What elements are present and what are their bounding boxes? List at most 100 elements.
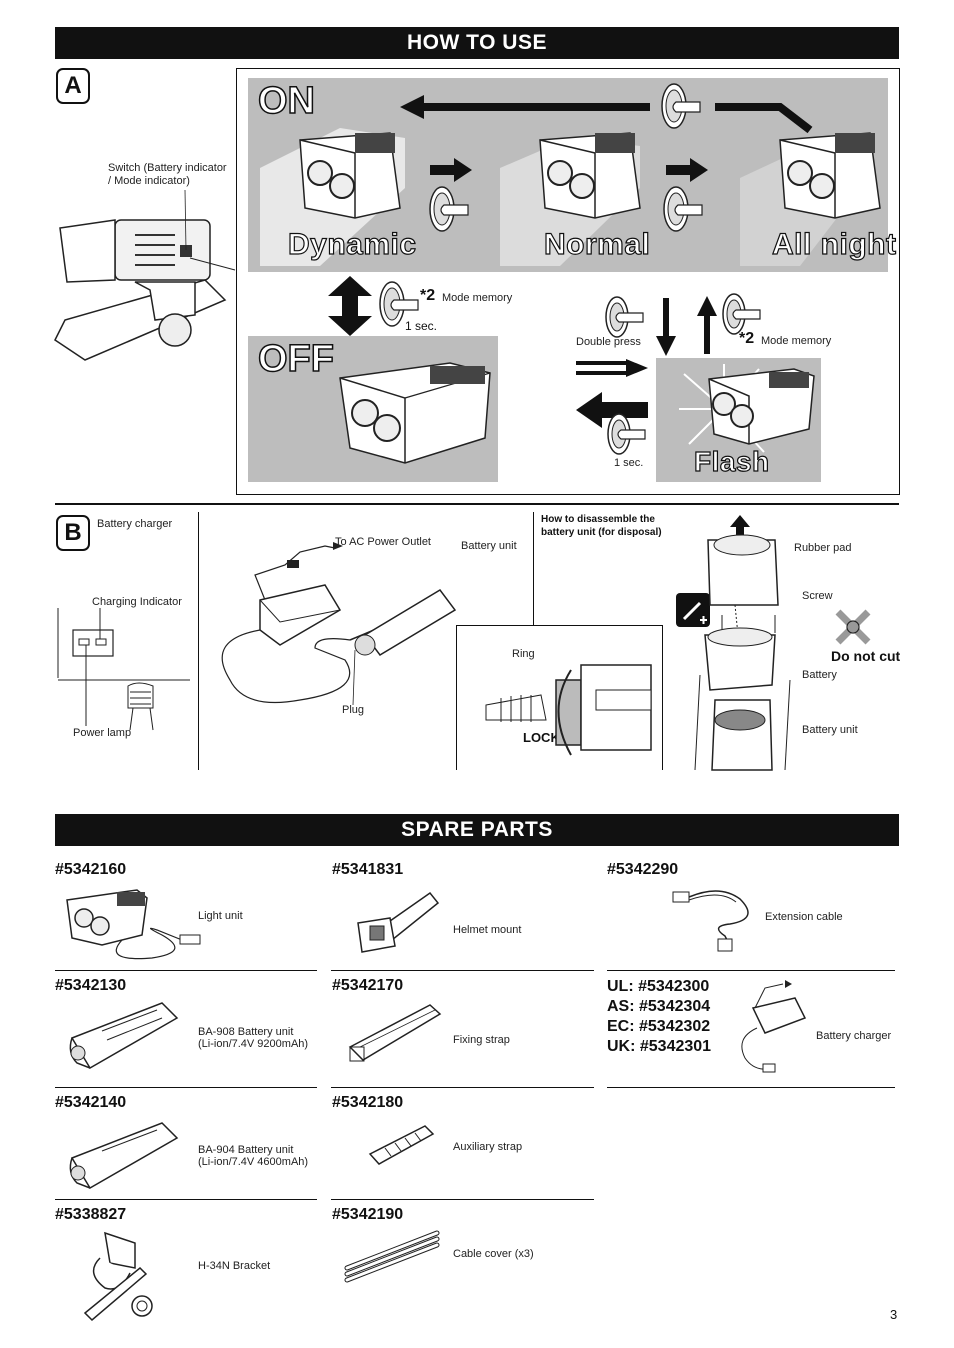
right-arrow-1 [430, 158, 472, 182]
part-number: #5342170 [332, 977, 404, 994]
row-divider [331, 1087, 594, 1088]
battery-disassembly-illustration [694, 515, 791, 771]
section-a-letter: A [56, 68, 90, 104]
screw-label: Screw [802, 590, 833, 602]
part-desc-line1: BA-904 Battery unit [198, 1144, 294, 1156]
mode-diagram-frame [236, 68, 900, 495]
off-label: OFF [257, 337, 334, 381]
disassemble-line2: battery unit (for disposal) [541, 527, 662, 538]
section-b-divider [55, 503, 899, 505]
row-divider [55, 970, 317, 971]
ring-label: Ring [512, 648, 535, 660]
divider [662, 625, 663, 770]
button-hold-icon [379, 281, 419, 327]
mode-memory-label: Mode memory [442, 292, 513, 304]
part-number-uk: UK: #5342301 [607, 1038, 712, 1055]
disassemble-heading: How to disassemble the battery unit (for… [541, 513, 662, 539]
light-allnight-illustration [740, 132, 881, 266]
mode-memory-label-2: Mode memory [761, 335, 832, 347]
part-number: #5342290 [607, 861, 679, 878]
light-on-handlebar-illustration [54, 189, 236, 361]
bracket-icon [83, 1231, 153, 1322]
do-not-cut-icon [835, 609, 871, 645]
light-off-illustration [339, 362, 491, 464]
divider [533, 625, 663, 626]
battery-unit-label-2: Battery unit [802, 724, 858, 736]
divider [456, 625, 534, 626]
row-divider [55, 1087, 317, 1088]
row-divider [331, 970, 594, 971]
charger-connection-illustration [221, 542, 457, 706]
light-dynamic-illustration [260, 128, 405, 266]
part-desc: Battery charger [816, 1030, 892, 1042]
part-number-ul: UL: #5342300 [607, 978, 710, 995]
part-desc: Helmet mount [453, 924, 522, 936]
part-number: #5342190 [332, 1206, 404, 1223]
on-off-double-arrow [328, 276, 372, 336]
charger-part-numbers: UL: #5342300 AS: #5342304 EC: #5342302 U… [607, 977, 711, 1057]
divider [533, 512, 534, 625]
button-hold-icon [722, 293, 761, 335]
page-number: 3 [890, 1307, 898, 1322]
part-desc-line2: (Li-ion/7.4V 9200mAh) [198, 1038, 309, 1050]
row-divider [607, 970, 895, 971]
double-press-label: Double press [576, 336, 641, 348]
divider [198, 512, 199, 770]
switch-label-line1: Switch (Battery indicator [108, 162, 227, 174]
light-unit-icon [66, 889, 201, 960]
charger-indicator-closeup [57, 608, 190, 731]
row-divider [607, 1087, 895, 1088]
part-desc: Extension cable [765, 911, 843, 923]
button-hold-icon [607, 413, 646, 455]
part-number: #5342160 [55, 861, 127, 878]
button-press-icon [663, 186, 703, 232]
part-desc-line2: (Li-ion/7.4V 4600mAh) [198, 1156, 309, 1168]
part-number: #5342130 [55, 977, 127, 994]
light-flash-illustration [679, 364, 815, 453]
one-second-label: 1 sec. [405, 319, 438, 333]
spare-parts-header: SPARE PARTS [55, 814, 899, 846]
up-arrow [697, 296, 717, 354]
part-number: #5342180 [332, 1094, 404, 1111]
button-press-icon [661, 83, 701, 129]
do-not-cut-label: Do not cut [831, 648, 901, 664]
plug-label: Plug [342, 704, 365, 716]
down-arrow [656, 298, 676, 356]
charging-indicator-label: Charging Indicator [92, 596, 182, 608]
rubber-pad-label: Rubber pad [794, 542, 852, 554]
cycle-arrow-back [400, 95, 813, 134]
part-number-ec: EC: #5342302 [607, 1018, 711, 1035]
switch-label: Switch (Battery indicator / Mode indicat… [108, 162, 227, 188]
extension-cable-icon [672, 890, 749, 952]
part-desc: BA-904 Battery unit (Li-ion/7.4V 4600mAh… [198, 1144, 308, 1168]
part-desc: Light unit [198, 910, 243, 922]
right-arrow-2 [666, 158, 708, 182]
lock-label: LOCK [523, 730, 560, 745]
part-desc: Auxiliary strap [453, 1141, 523, 1153]
auxiliary-strap-icon [368, 1125, 435, 1165]
power-lamp-label: Power lamp [73, 727, 132, 739]
part-number-as: AS: #5342304 [607, 998, 711, 1015]
fixing-strap-icon [348, 1004, 442, 1062]
part-desc: BA-908 Battery unit (Li-ion/7.4V 9200mAh… [198, 1026, 308, 1050]
switch-label-line2: / Mode indicator) [108, 175, 190, 187]
section-b-letter: B [56, 515, 90, 551]
mode-dynamic-label: Dynamic [287, 227, 417, 261]
part-desc: Fixing strap [453, 1034, 510, 1046]
how-to-use-header: HOW TO USE [55, 27, 899, 59]
part-desc-line1: BA-908 Battery unit [198, 1026, 294, 1038]
light-normal-illustration [500, 132, 641, 266]
flash-to-off-arrow [576, 392, 648, 428]
button-press-icon [429, 186, 469, 232]
part-number: #5342140 [55, 1094, 127, 1111]
part-number: #5338827 [55, 1206, 127, 1223]
battery-ba904-icon [69, 1122, 179, 1190]
battery-charger-icon [741, 980, 807, 1073]
row-divider [331, 1199, 594, 1200]
one-second-small-label: 1 sec. [614, 457, 644, 469]
row-divider [55, 1199, 317, 1200]
cable-cover-icon [344, 1230, 440, 1283]
on-label: ON [257, 79, 316, 123]
battery-ba908-icon [69, 1002, 179, 1070]
battery-label: Battery [802, 669, 837, 681]
